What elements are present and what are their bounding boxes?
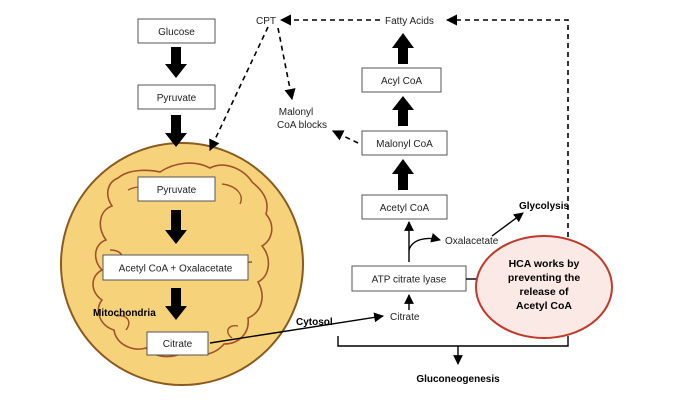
oxalacetate-label: Oxalacetate: [445, 236, 499, 247]
cpt-label: CPT: [256, 16, 276, 27]
acetyl-oxaloacetate-box: Acetyl CoA + Oxalacetate: [102, 254, 249, 281]
citrate-inner-box: Citrate: [146, 331, 209, 356]
pyruvate-inner-label: Pyruvate: [157, 185, 197, 196]
dashed-cpt-to-malonyl-blocks: [277, 27, 296, 101]
malonyl-coa-box: Malonyl CoA: [361, 130, 448, 156]
dashed-hca-to-fatty-acids: [445, 14, 569, 237]
arrow-acetyl-to-citrate: [165, 288, 187, 320]
citrate-outer-label: Citrate: [390, 312, 420, 323]
hca-line-3: release of: [519, 286, 569, 298]
hca-line-4: Acetyl CoA: [516, 300, 572, 312]
arrow-to-oxalacetate: [408, 232, 441, 251]
arrow-pyruvate-into-mitochondria: [165, 115, 187, 147]
hca-line-1: HCA works by: [509, 258, 580, 270]
acyl-coa-box: Acyl CoA: [361, 67, 442, 93]
acetyl-coa-box: Acetyl CoA: [361, 194, 448, 220]
gluconeogenesis-bracket: [337, 336, 569, 347]
arrow-to-glycolysis: [491, 212, 524, 237]
pyruvate-inner-box: Pyruvate: [137, 176, 216, 202]
glucose-box: Glucose: [137, 18, 216, 44]
glucose-label: Glucose: [158, 27, 195, 38]
mitochondria-label: Mitochondria: [93, 308, 156, 319]
mitochondria-cristae: [92, 162, 273, 358]
malonyl-blocks-label-2: CoA blocks: [277, 120, 327, 131]
atp-citrate-lyase-label: ATP citrate lyase: [372, 275, 447, 286]
arrow-malonyl-to-acyl: [392, 96, 414, 126]
malonyl-blocks-label-1: Malonyl: [279, 107, 313, 118]
atp-citrate-lyase-box: ATP citrate lyase: [351, 265, 467, 292]
fatty-acids-label: Fatty Acids: [385, 16, 434, 27]
pyruvate-outer-box: Pyruvate: [137, 84, 216, 110]
hca-line-2: preventing the: [508, 272, 581, 284]
arrow-pyruvate-to-acetyl: [165, 210, 187, 244]
arrow-acyl-to-fatty-acids: [392, 33, 414, 64]
dashed-malonyl-to-blocks: [331, 130, 359, 144]
hca-callout: HCA works by preventing the release of A…: [475, 235, 613, 339]
dashed-cpt-to-mitochondria: [209, 26, 269, 152]
acyl-coa-label: Acyl CoA: [381, 76, 422, 87]
malonyl-coa-label: Malonyl CoA: [376, 139, 433, 150]
cytosol-label: Cytosol: [296, 317, 333, 328]
glycolysis-label: Glycolysis: [519, 201, 569, 212]
gluconeogenesis-label: Gluconeogenesis: [416, 374, 500, 385]
acetyl-oxaloacetate-label: Acetyl CoA + Oxalacetate: [119, 264, 233, 275]
arrow-acetyl-to-malonyl: [392, 159, 414, 190]
arrow-glucose-to-pyruvate: [165, 47, 187, 78]
citrate-inner-label: Citrate: [163, 339, 193, 350]
arrow-citrate-to-cytosol: [209, 312, 384, 344]
pyruvate-outer-label: Pyruvate: [157, 93, 197, 104]
acetyl-coa-label: Acetyl CoA: [380, 203, 430, 214]
